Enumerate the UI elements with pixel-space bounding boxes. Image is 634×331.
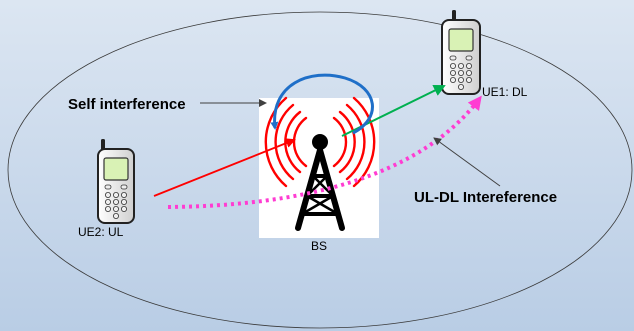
mobile-phone-icon <box>97 139 135 224</box>
radio-tower-icon <box>264 96 376 231</box>
self-interference-label: Self interference <box>68 96 186 113</box>
base-station-box <box>259 98 379 238</box>
cell-coverage-ellipse <box>7 11 633 329</box>
ul-dl-interference-arrow <box>167 95 482 209</box>
self-interference-arrow <box>270 73 374 135</box>
base-station: BS <box>259 96 379 253</box>
uplink-arrow <box>153 138 296 197</box>
ue1-phone <box>441 10 481 95</box>
ue1-label: UE1: DL <box>482 85 528 99</box>
ul-dl-interference-label: UL-DL Intereference <box>414 189 557 206</box>
bs-label: BS <box>311 239 327 253</box>
ue2-label: UE2: UL <box>78 225 124 239</box>
ue2-phone <box>97 139 135 224</box>
mobile-phone-icon <box>441 10 481 95</box>
ul-dl-interference-pointer <box>433 137 501 187</box>
